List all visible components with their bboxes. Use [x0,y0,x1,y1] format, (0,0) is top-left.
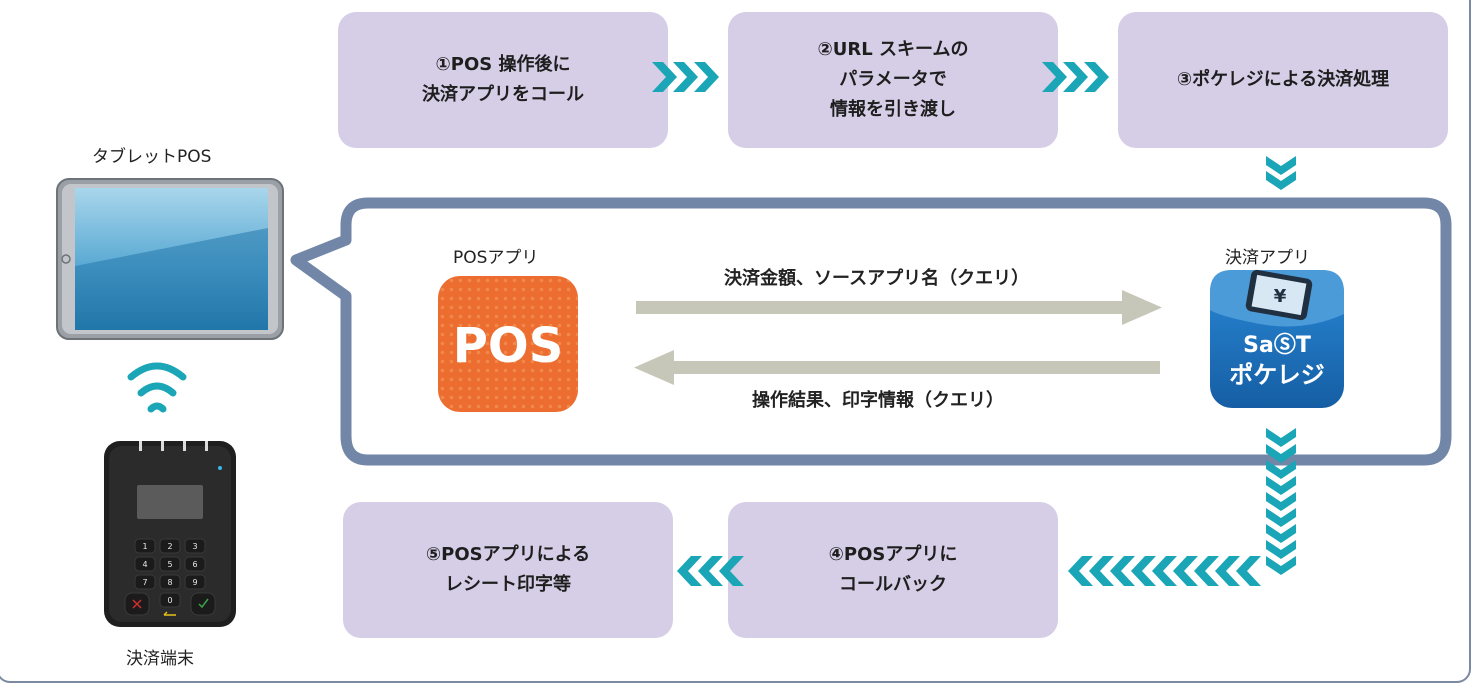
payment-app-label: 決済アプリ [1225,248,1310,268]
step-4-text: ④POSアプリに コールバック [828,544,958,595]
back-query-label: 操作結果、印字情報（クエリ） [752,390,1004,411]
key-7: 7 [142,578,147,587]
payment-app-icon-line2: ポケレジ [1229,361,1325,389]
key-8: 8 [167,578,172,587]
payment-app-icon-line1: SaⓈT [1243,332,1311,358]
step-5-box: ⑤POSアプリによる レシート印字等 [343,502,673,638]
payment-terminal-icon: 1 2 3 4 5 6 7 8 9 0 [104,441,236,627]
wifi-icon [127,362,187,413]
key-0: 0 [167,596,172,605]
chevron-down-icon [1266,428,1296,575]
chevron-right-icon [652,62,719,92]
step-3-box: ③ポケレジによる決済処理 [1118,12,1448,148]
forward-query-arrow [636,290,1162,325]
step-1-text: ①POS 操作後に 決済アプリをコール [422,54,584,105]
key-9: 9 [192,578,197,587]
key-1: 1 [142,542,147,551]
svg-text:¥: ¥ [1274,286,1287,307]
step-5-text: ⑤POSアプリによる レシート印字等 [425,544,591,595]
step-2-box: ②URL スキームの パラメータで 情報を引き渡し [728,12,1058,148]
pos-app-icon: POS [438,276,578,412]
key-3: 3 [192,542,197,551]
payment-app-icon: ¥ SaⓈT ポケレジ [1210,269,1344,408]
key-4: 4 [142,560,147,569]
chevron-left-icon [1068,556,1261,586]
step-4-box: ④POSアプリに コールバック [728,502,1058,638]
pos-app-icon-text: POS [453,318,564,374]
terminal-label: 決済端末 [126,649,194,669]
back-query-arrow [634,350,1160,385]
step-2-text: ②URL スキームの パラメータで 情報を引き渡し [817,39,969,120]
tablet-icon [56,178,284,340]
step-1-box: ①POS 操作後に 決済アプリをコール [338,12,668,148]
tablet-label: タブレットPOS [92,147,212,167]
chevron-down-icon [1266,156,1296,190]
forward-query-label: 決済金額、ソースアプリ名（クエリ） [724,268,1030,289]
pos-app-label: POSアプリ [453,248,539,268]
chevron-left-icon [677,556,744,586]
chevron-right-icon [1042,62,1109,92]
key-6: 6 [192,560,197,569]
key-5: 5 [167,560,172,569]
key-2: 2 [167,542,172,551]
step-3-text: ③ポケレジによる決済処理 [1176,69,1390,90]
